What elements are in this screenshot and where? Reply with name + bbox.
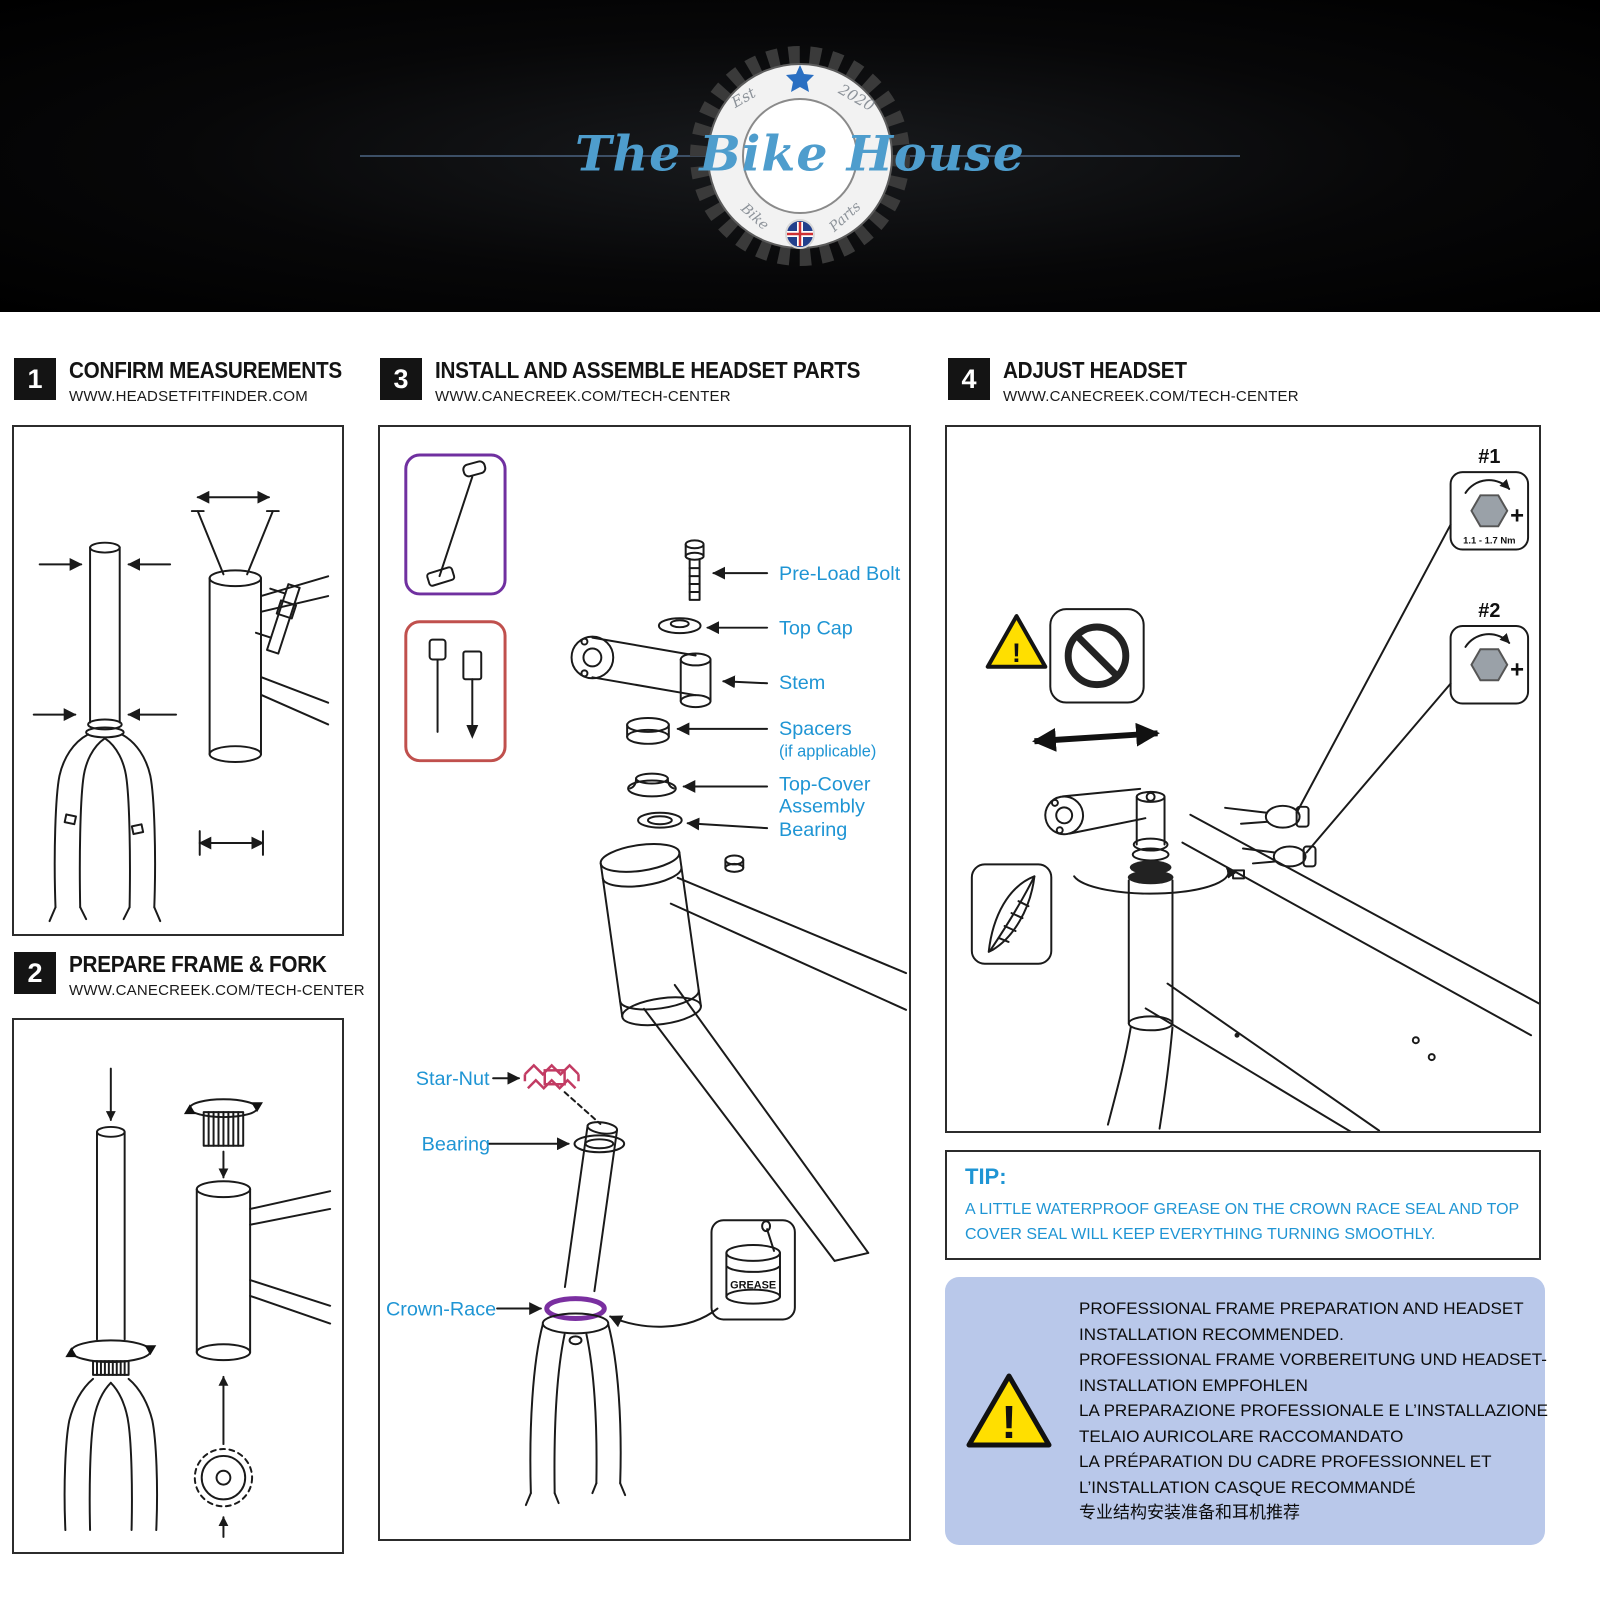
hex-tool-icon-2: #2 + bbox=[1449, 600, 1530, 705]
section-url-1: WWW.HEADSETFITFINDER.COM bbox=[69, 388, 308, 406]
section-title-3: INSTALL AND ASSEMBLE HEADSET PARTS bbox=[435, 357, 861, 383]
label-star-nut: Star-Nut bbox=[416, 1068, 490, 1090]
notice-line: LA PRÉPARATION DU CADRE PROFESSIONNEL ET bbox=[1079, 1452, 1492, 1472]
label-top-cover-2: Assembly bbox=[779, 795, 865, 817]
spacers-part bbox=[626, 717, 670, 745]
panel-install-assemble: Pre-Load Bolt Top Cap Stem bbox=[378, 425, 911, 1541]
preload-bolt-part bbox=[684, 539, 705, 601]
prepare-diagram bbox=[63, 1067, 332, 1538]
warning-icon: ! bbox=[966, 1373, 1052, 1448]
label-top-cap: Top Cap bbox=[779, 618, 853, 640]
adjust-diagram: #1 + 1.1 - 1.7 Nm #2 + ! bbox=[970, 446, 1539, 1131]
star-nut-part bbox=[523, 1063, 580, 1090]
label-crown-race: Crown-Race bbox=[386, 1298, 496, 1320]
top-cover-part bbox=[627, 772, 677, 798]
torque-label: 1.1 - 1.7 Nm bbox=[1463, 535, 1515, 546]
fork-steerer-part bbox=[524, 1121, 627, 1507]
warning-icon: ! bbox=[985, 614, 1048, 669]
notice-line: 专业结构安装准备和耳机推荐 bbox=[1079, 1503, 1300, 1523]
panel-adjust-headset: #1 + 1.1 - 1.7 Nm #2 + ! bbox=[945, 425, 1541, 1133]
section-header-3: 3 INSTALL AND ASSEMBLE HEADSET PARTS WWW… bbox=[380, 358, 907, 405]
notice-line: PROFESSIONAL FRAME VORBEREITUNG UND HEAD… bbox=[1079, 1350, 1547, 1370]
label-preload-bolt: Pre-Load Bolt bbox=[779, 563, 901, 585]
caliper-icon bbox=[254, 583, 301, 655]
notice-line: TELAIO AURICOLARE RACCOMANDATO bbox=[1079, 1426, 1404, 1446]
section-url-2: WWW.CANECREEK.COM/TECH-CENTER bbox=[69, 982, 365, 1000]
crown-race-part bbox=[544, 1296, 607, 1321]
uk-flag-icon bbox=[785, 219, 815, 249]
tip-title: TIP: bbox=[965, 1164, 1007, 1189]
plus-1: + bbox=[1510, 503, 1524, 530]
section-number-4: 4 bbox=[948, 358, 990, 400]
label-bearing-lower: Bearing bbox=[422, 1134, 490, 1156]
label-bearing-upper: Bearing bbox=[779, 819, 847, 841]
notice-line: INSTALLATION RECOMMENDED. bbox=[1079, 1324, 1344, 1344]
measurement-diagram bbox=[32, 490, 330, 923]
section-title-2: PREPARE FRAME & FORK bbox=[69, 951, 327, 977]
notice-line: INSTALLATION EMPFOHLEN bbox=[1079, 1375, 1308, 1395]
header-banner: Est 2020 Bike Parts The Bike House bbox=[0, 0, 1600, 312]
setting-tool-icon bbox=[404, 620, 507, 763]
panel-prepare-frame-fork bbox=[12, 1018, 344, 1554]
label-stem: Stem bbox=[779, 672, 825, 694]
tip-box: TIP: A LITTLE WATERPROOF GREASE ON THE C… bbox=[945, 1150, 1541, 1260]
tip-body: A LITTLE WATERPROOF GREASE ON THE CROWN … bbox=[965, 1201, 1519, 1243]
grease-can-icon: GREASE bbox=[710, 1219, 796, 1321]
bike-house-logo: Est 2020 Bike Parts bbox=[620, 16, 980, 296]
brand-name: The Bike House bbox=[575, 124, 1025, 183]
starnut-tool-icon bbox=[404, 453, 507, 596]
section-title-1: CONFIRM MEASUREMENTS bbox=[69, 357, 342, 383]
head-tube-part bbox=[599, 843, 908, 1262]
stem-headset-assembly bbox=[1044, 787, 1539, 1131]
assembly-exploded-diagram: Pre-Load Bolt Top Cap Stem bbox=[386, 453, 908, 1507]
notice-text: PROFESSIONAL FRAME PREPARATION AND HEADS… bbox=[1079, 1296, 1548, 1526]
section-url-3: WWW.CANECREEK.COM/TECH-CENTER bbox=[435, 388, 731, 406]
hex-tool-icon-1: #1 + 1.1 - 1.7 Nm bbox=[1449, 446, 1530, 551]
notice-box: ! PROFESSIONAL FRAME PREPARATION AND HEA… bbox=[945, 1277, 1548, 1545]
notice-line: L’INSTALLATION CASQUE RECOMMANDÉ bbox=[1079, 1477, 1416, 1497]
hand-icon-upper bbox=[1224, 804, 1310, 829]
hand-icon-lower bbox=[1232, 845, 1317, 880]
section-number-2: 2 bbox=[14, 952, 56, 994]
gear-logo-icon: Est 2020 Bike Parts bbox=[690, 46, 910, 266]
plus-2: + bbox=[1510, 657, 1524, 684]
star-icon bbox=[786, 65, 814, 92]
stem-part bbox=[570, 635, 712, 709]
section-number-3: 3 bbox=[380, 358, 422, 400]
section-header-1: 1 CONFIRM MEASUREMENTS WWW.HEADSETFITFIN… bbox=[14, 358, 372, 405]
step-2-label: #2 bbox=[1478, 600, 1500, 622]
svg-text:!: ! bbox=[1001, 1396, 1016, 1448]
label-top-cover-1: Top-Cover bbox=[779, 773, 871, 795]
panel-confirm-measurements bbox=[12, 425, 344, 936]
bearing-upper-part bbox=[637, 811, 683, 829]
section-url-4: WWW.CANECREEK.COM/TECH-CENTER bbox=[1003, 388, 1299, 406]
notice-line: LA PREPARAZIONE PROFESSIONALE E L’INSTAL… bbox=[1079, 1401, 1548, 1421]
feather-icon bbox=[970, 863, 1053, 965]
top-cap-part bbox=[657, 617, 702, 635]
label-spacers: Spacers bbox=[779, 718, 852, 740]
section-header-2: 2 PREPARE FRAME & FORK WWW.CANECREEK.COM… bbox=[14, 952, 365, 999]
section-header-4: 4 ADJUST HEADSET WWW.CANECREEK.COM/TECH-… bbox=[948, 358, 1299, 405]
svg-text:!: ! bbox=[1012, 638, 1021, 668]
prohibition-icon bbox=[1049, 608, 1145, 704]
section-number-1: 1 bbox=[14, 358, 56, 400]
section-title-4: ADJUST HEADSET bbox=[1003, 357, 1187, 383]
step-1-label: #1 bbox=[1478, 446, 1500, 468]
notice-line: PROFESSIONAL FRAME PREPARATION AND HEADS… bbox=[1079, 1299, 1524, 1319]
label-spacers-note: (if applicable) bbox=[779, 743, 876, 761]
grease-label: GREASE bbox=[730, 1280, 776, 1292]
side-play-arrow bbox=[1032, 722, 1160, 752]
